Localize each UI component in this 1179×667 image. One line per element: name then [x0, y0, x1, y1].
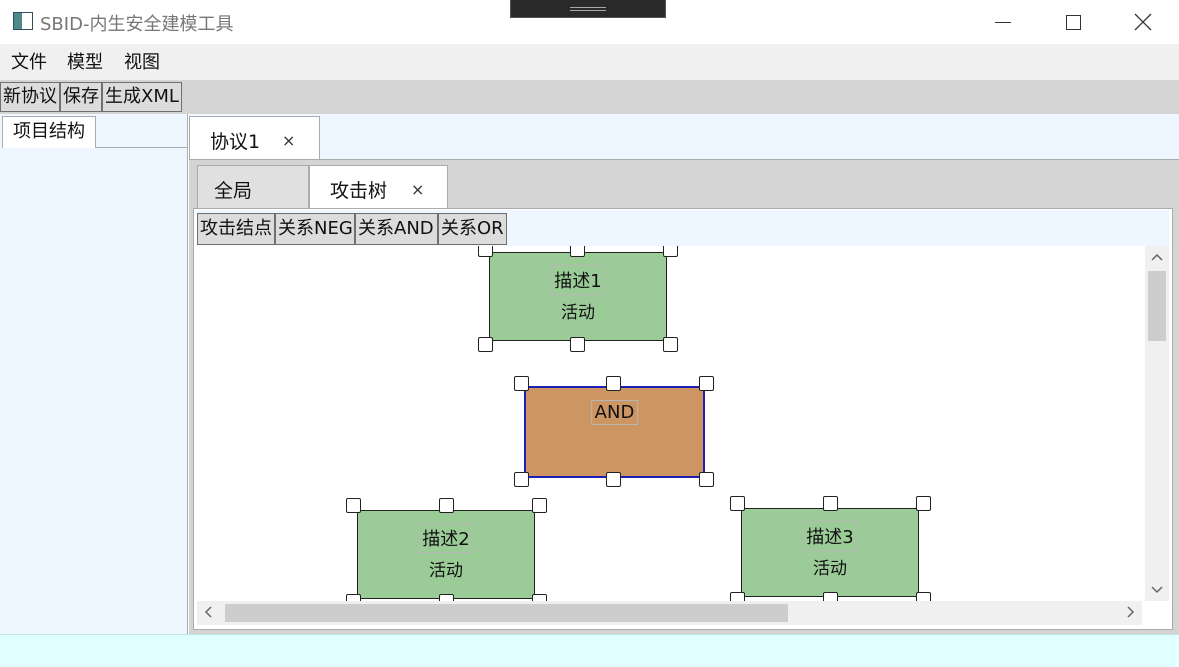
node-title[interactable]: 描述3 [802, 521, 858, 551]
resize-handle[interactable] [663, 337, 678, 352]
relation-and-node[interactable]: AND [524, 386, 705, 478]
resize-handle[interactable] [532, 498, 547, 513]
app-icon [13, 12, 33, 30]
menu-model[interactable]: 模型 [67, 52, 103, 73]
relation-or-button[interactable]: 关系OR [438, 213, 507, 245]
chevron-up-icon [1151, 253, 1163, 261]
scroll-left-button[interactable] [197, 601, 219, 625]
resize-handle[interactable] [439, 498, 454, 513]
resize-handle[interactable] [532, 594, 547, 601]
node-subtitle: 活动 [813, 559, 847, 579]
tab-strip-divider [96, 147, 188, 148]
canvas-toolbar: 攻击结点 关系NEG 关系AND 关系OR [197, 210, 1169, 246]
scroll-down-button[interactable] [1145, 579, 1169, 601]
resize-handle[interactable] [514, 472, 529, 487]
resize-handle[interactable] [439, 594, 454, 601]
relation-and-button[interactable]: 关系AND [355, 213, 438, 245]
maximize-icon [1065, 14, 1081, 30]
resize-handle[interactable] [699, 472, 714, 487]
save-button[interactable]: 保存 [60, 82, 102, 112]
menu-bar: 文件 模型 视图 [0, 44, 1179, 80]
tab-project-structure[interactable]: 项目结构 [2, 116, 96, 148]
relation-neg-button[interactable]: 关系NEG [275, 213, 355, 245]
chevron-right-icon [1127, 606, 1135, 618]
attack-node-3[interactable]: 描述3 活动 [741, 508, 919, 597]
close-button[interactable] [1110, 0, 1176, 44]
minimize-button[interactable] [970, 0, 1036, 44]
resize-handle[interactable] [916, 592, 931, 601]
new-protocol-button[interactable]: 新协议 [0, 82, 60, 112]
scroll-right-button[interactable] [1120, 601, 1142, 625]
chevron-down-icon [1151, 586, 1163, 594]
resize-handle[interactable] [346, 594, 361, 601]
tab-attack-tree[interactable]: 攻击树 × [309, 165, 448, 209]
resize-handle[interactable] [823, 496, 838, 511]
scroll-up-button[interactable] [1145, 246, 1169, 268]
attack-tree-canvas[interactable]: 描述1 活动 AND [197, 246, 1142, 601]
resize-handle[interactable] [570, 337, 585, 352]
tab-close-icon[interactable]: × [411, 180, 425, 199]
window-title: SBID-内生安全建模工具 [40, 14, 234, 35]
vertical-scroll-thumb[interactable] [1148, 271, 1166, 341]
node-title[interactable]: AND [590, 400, 639, 425]
node-title[interactable]: 描述1 [550, 265, 606, 295]
grip-icon [570, 7, 606, 11]
node-subtitle: 活动 [429, 561, 463, 581]
resize-handle[interactable] [514, 376, 529, 391]
protocol-body: 全局 攻击树 × 攻击结点 关系NEG 关系AND 关系OR 描述1 活动 [189, 159, 1179, 634]
tab-label: 攻击树 [330, 180, 388, 202]
toolbar: 新协议 保存 生成XML [0, 80, 1179, 114]
document-area: 协议1 × 全局 攻击树 × 攻击结点 关系NEG 关系AND 关系OR 描述1… [189, 114, 1179, 634]
menu-view[interactable]: 视图 [124, 52, 160, 73]
chevron-left-icon [204, 606, 212, 618]
resize-handle[interactable] [823, 592, 838, 601]
resize-handle[interactable] [346, 498, 361, 513]
minimize-icon [995, 21, 1011, 23]
resize-handle[interactable] [606, 376, 621, 391]
resize-handle[interactable] [570, 246, 585, 257]
resize-handle[interactable] [699, 376, 714, 391]
status-bar [0, 634, 1179, 667]
attack-node-1[interactable]: 描述1 活动 [489, 252, 667, 341]
close-icon [1134, 13, 1152, 31]
generate-xml-button[interactable]: 生成XML [102, 82, 182, 112]
tab-label: 全局 [214, 180, 253, 202]
vertical-scrollbar[interactable] [1145, 246, 1169, 601]
attack-node-button[interactable]: 攻击结点 [197, 213, 275, 245]
title-bar: SBID-内生安全建模工具 [0, 0, 1179, 44]
attack-node-2[interactable]: 描述2 活动 [357, 510, 535, 599]
maximize-button[interactable] [1040, 0, 1106, 44]
resize-handle[interactable] [478, 246, 493, 257]
project-structure-panel: 项目结构 [0, 114, 188, 634]
horizontal-scroll-thumb[interactable] [225, 604, 788, 622]
attack-tree-pane: 攻击结点 关系NEG 关系AND 关系OR 描述1 活动 AN [193, 208, 1173, 630]
resize-handle[interactable] [730, 496, 745, 511]
tab-label: 协议1 [210, 131, 261, 153]
resize-handle[interactable] [478, 337, 493, 352]
node-title[interactable]: 描述2 [418, 523, 474, 553]
tab-close-icon[interactable]: × [282, 131, 296, 150]
node-subtitle: 活动 [561, 303, 595, 323]
resize-handle[interactable] [730, 592, 745, 601]
horizontal-scrollbar[interactable] [197, 601, 1142, 625]
snap-layout-handle[interactable] [510, 0, 666, 18]
resize-handle[interactable] [916, 496, 931, 511]
menu-file[interactable]: 文件 [11, 52, 47, 73]
resize-handle[interactable] [663, 246, 678, 257]
tab-global[interactable]: 全局 [197, 165, 309, 209]
tab-protocol-1[interactable]: 协议1 × [189, 116, 320, 160]
resize-handle[interactable] [606, 472, 621, 487]
